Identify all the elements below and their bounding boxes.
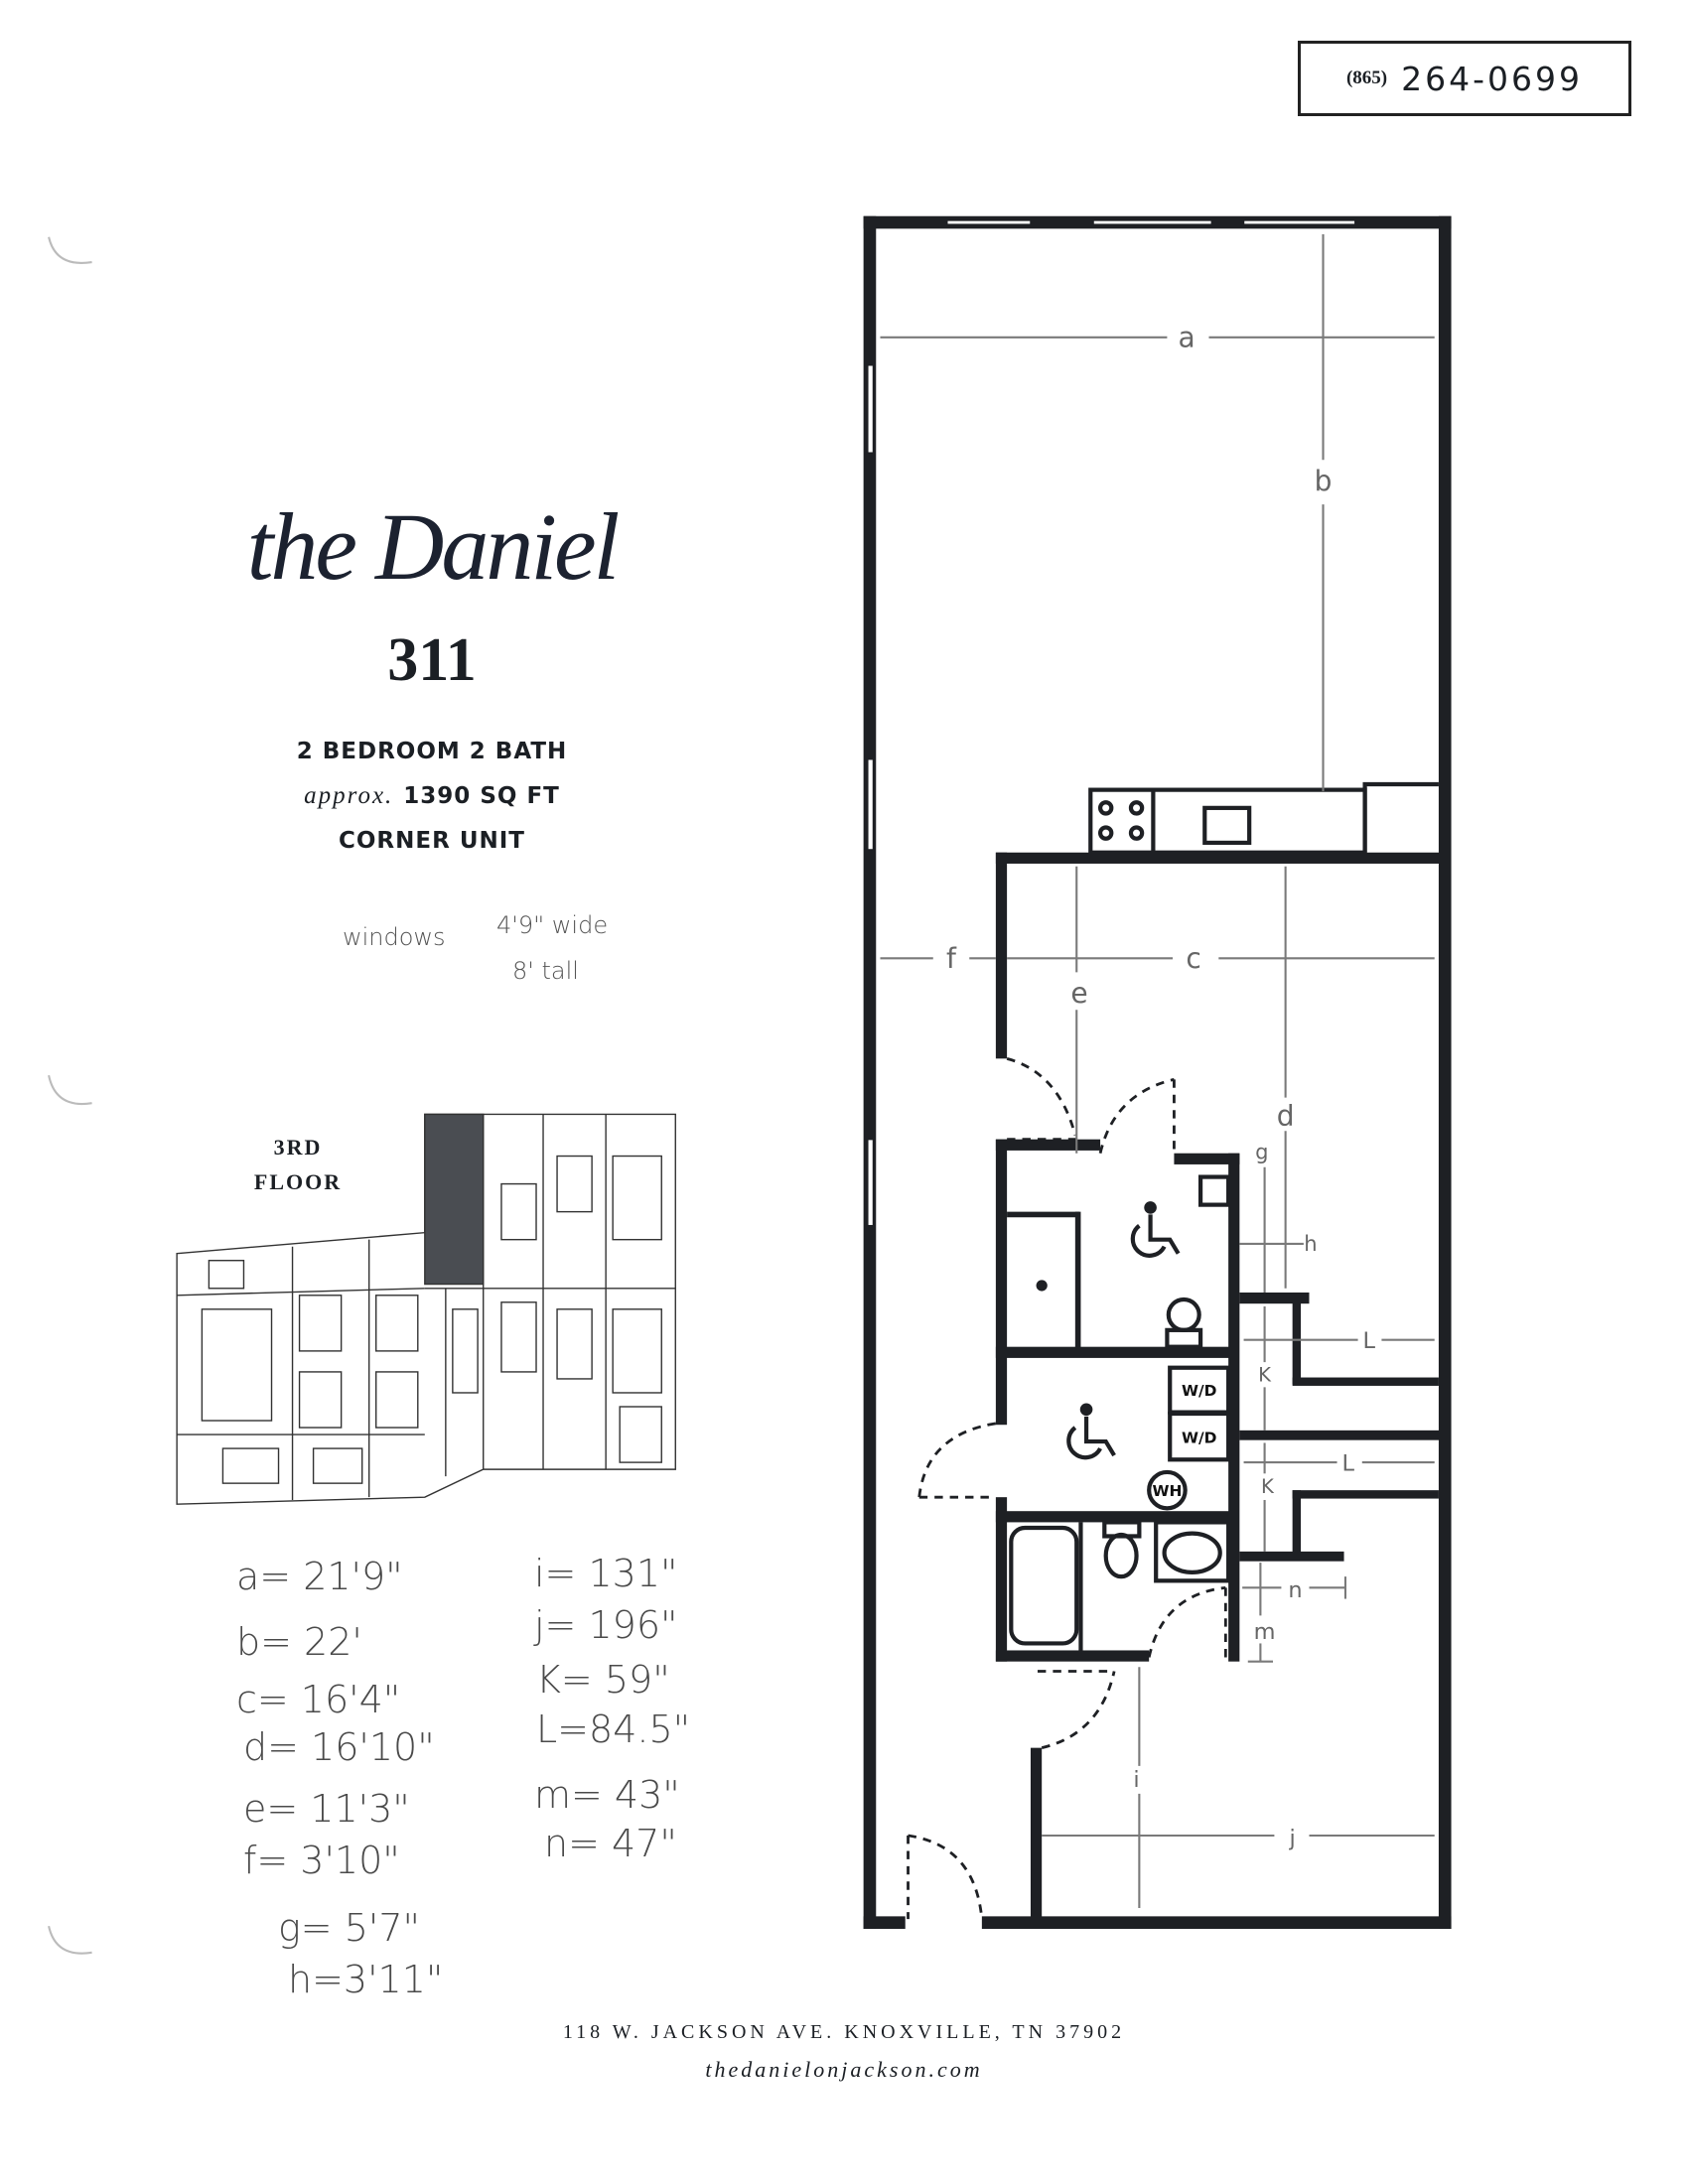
water-heater (1147, 1469, 1188, 1511)
wall-bottom-outer (981, 1916, 1452, 1929)
unit-number: 311 (387, 626, 477, 694)
dim-label-g: g (1255, 1139, 1268, 1163)
bath-sink (1162, 1531, 1222, 1575)
kitchen-sink (1202, 805, 1252, 846)
brand-logo: the Daniel (246, 493, 621, 600)
dimension-note: L=84.5" (536, 1707, 691, 1751)
stove-burner (1097, 800, 1114, 816)
dimension-note: j= 196" (534, 1603, 678, 1647)
dimension-note: n= 47" (544, 1822, 677, 1865)
dim-label-c: c (1186, 942, 1200, 975)
door-swings (907, 1056, 1227, 1920)
phone-number-box: (865) 264-0699 (1298, 41, 1631, 116)
dimension-note: h=3'11" (288, 1958, 444, 2001)
floor-word: FLOOR (253, 1169, 343, 1194)
dimension-note: g= 5'7" (278, 1906, 421, 1950)
sq-ft-value: 1390 SQ FT (403, 783, 560, 809)
water-heater-label: WH (1152, 1482, 1182, 1500)
dim-label-b: b (1315, 465, 1333, 497)
washer-dryer-label: W/D (1182, 1429, 1216, 1446)
fixtures (1009, 1174, 1231, 1651)
dim-label-h: h (1304, 1231, 1317, 1256)
washer-dryer (1168, 1411, 1231, 1462)
unit-type: CORNER UNIT (339, 828, 525, 854)
windows-note-label: windows (343, 923, 446, 951)
hole-punch-marks (48, 236, 92, 1955)
floor-ordinal: 3RD (273, 1135, 323, 1160)
windows (867, 219, 1356, 1227)
approx-label: approx. (304, 782, 394, 809)
dimension-note: m= 43" (534, 1773, 680, 1817)
dimension-note: a= 21'9" (236, 1555, 403, 1598)
dim-label-n: n (1288, 1577, 1302, 1603)
dim-label-a: a (1178, 322, 1195, 354)
toilet (1103, 1532, 1139, 1579)
dim-label-f: f (946, 942, 957, 975)
kitchen (1088, 781, 1439, 855)
dim-label-k: K (1258, 1364, 1272, 1387)
square-footage: approx. 1390 SQ FT (228, 782, 635, 810)
toilet (1166, 1297, 1201, 1332)
phone-number: 264-0699 (1401, 59, 1584, 98)
dim-label-m: m (1254, 1619, 1276, 1645)
address: 118 W. JACKSON AVE. KNOXVILLE, TN 37902 (562, 2021, 1126, 2043)
bathtub (1009, 1525, 1079, 1646)
window-width-note: 4'9" wide (496, 911, 609, 939)
bath-sink (1197, 1174, 1231, 1207)
dim-label-l: L (1341, 1451, 1354, 1477)
walls (863, 215, 1452, 1929)
washer-dryer-label: W/D (1182, 1382, 1216, 1400)
unit-highlight (424, 1113, 485, 1286)
dimension-note: K= 59" (536, 1658, 670, 1702)
dimension-note: e= 11'3" (243, 1787, 410, 1831)
dim-label-e: e (1070, 977, 1087, 1010)
phone-area-code: (865) (1345, 68, 1388, 88)
wall-left-outer (863, 215, 877, 1929)
dimension-labels: a b c d e f g h i j K K L L m n (946, 322, 1375, 1851)
dim-label-j: j (1289, 1826, 1296, 1851)
bed-bath: 2 BEDROOM 2 BATH (296, 739, 568, 764)
website-link[interactable]: thedanielonjackson.com (705, 2057, 983, 2082)
window-height-note: 8' tall (512, 957, 579, 985)
dim-label-k: K (1261, 1475, 1275, 1498)
dimension-note: f= 3'10" (243, 1839, 400, 1882)
dim-label-i: i (1133, 1767, 1139, 1793)
wall-right-outer (1438, 215, 1452, 1929)
dimension-note: i= 131" (534, 1552, 678, 1595)
dim-label-d: d (1277, 1100, 1295, 1133)
key-plan-map (176, 1113, 676, 1505)
refrigerator (1362, 781, 1439, 853)
dim-label-l: L (1363, 1328, 1376, 1354)
dimension-note: c= 16'4" (236, 1678, 401, 1721)
wheelchair-accessible-icon (1066, 1403, 1116, 1460)
dimension-note: d= 16'10" (243, 1725, 435, 1769)
dimension-lines (880, 233, 1435, 1908)
dimension-note: b= 22' (236, 1620, 362, 1664)
wheelchair-accessible-icon (1130, 1201, 1181, 1258)
